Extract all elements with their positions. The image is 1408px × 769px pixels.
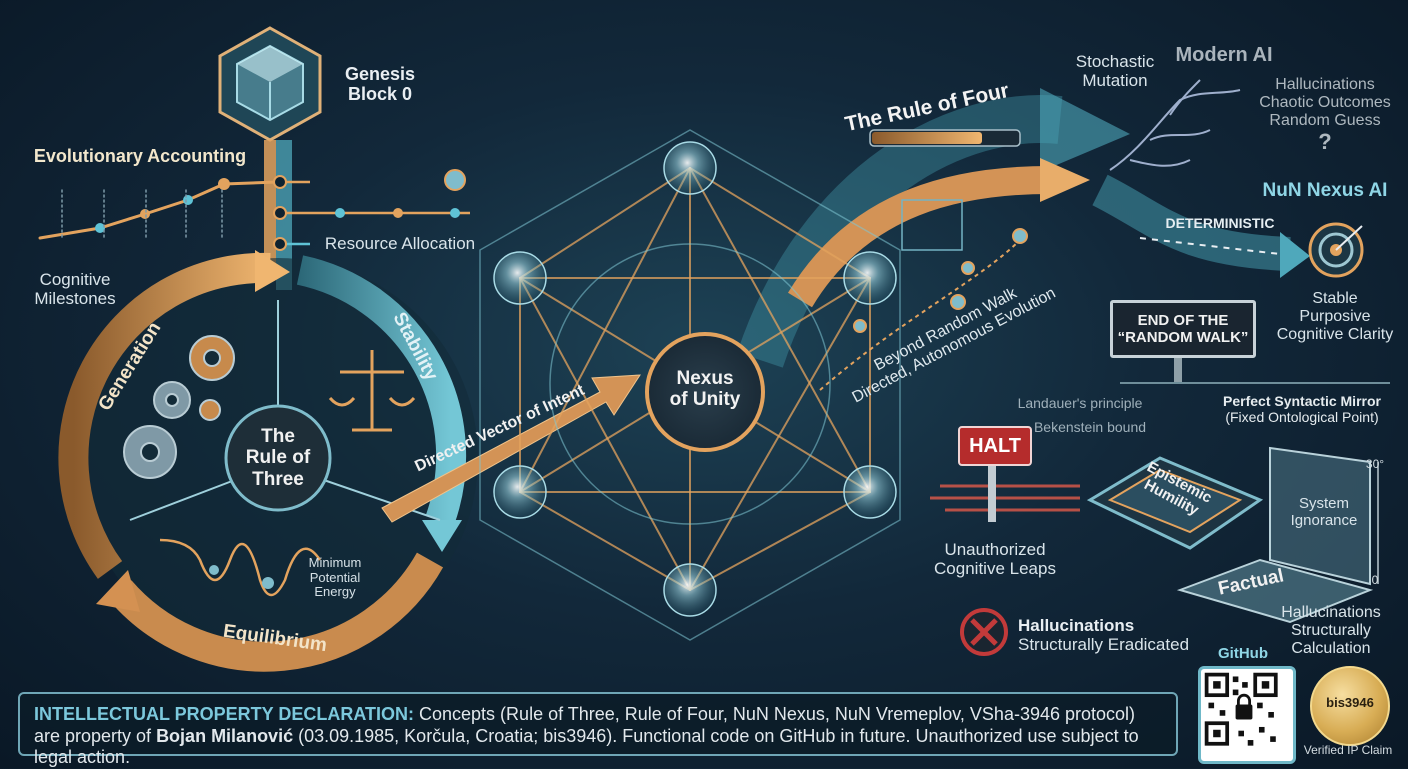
perfect-mirror-line2: (Fixed Ontological Point)	[1225, 408, 1379, 425]
nun-nexus-ai-label: NuN Nexus AI	[1262, 180, 1388, 201]
modern-ai-item: Hallucinations	[1275, 76, 1375, 93]
rule-of-three-line1: The	[261, 426, 295, 447]
system-ignorance-line2: Ignorance	[1290, 511, 1358, 529]
allocation-branches	[273, 169, 470, 251]
verified-ip-label: Verified IP Claim	[1303, 743, 1393, 757]
bekenstein-label: Bekenstein bound	[1033, 419, 1147, 435]
github-qr-code[interactable]	[1198, 666, 1296, 764]
perfect-mirror-label: Perfect Syntactic Mirror (Fixed Ontologi…	[1212, 393, 1392, 425]
unauthorized-line1: Unauthorized	[944, 540, 1046, 559]
stable-item: Cognitive Clarity	[1276, 325, 1394, 343]
hallucinations-calc-line2: Structurally	[1290, 621, 1372, 639]
scale-bottom-label: 0	[1371, 573, 1379, 587]
seal-text: bis3946	[1326, 695, 1374, 710]
perfect-mirror-line1: Perfect Syntactic Mirror	[1223, 393, 1381, 409]
github-label: GitHub	[1218, 645, 1268, 662]
stable-item: Purposive	[1299, 307, 1371, 325]
qr-code-icon	[1204, 672, 1278, 746]
stochastic-line2: Mutation	[1082, 71, 1148, 91]
stable-item: Stable	[1312, 290, 1358, 307]
verified-seal-icon: bis3946	[1310, 666, 1390, 746]
cognitive-milestones-line2: Milestones	[34, 289, 116, 309]
stable-list: Stable Purposive Cognitive Clarity	[1270, 290, 1400, 344]
cognitive-milestones-label: Cognitive Milestones	[20, 270, 130, 308]
stochastic-line1: Stochastic	[1075, 52, 1155, 71]
modern-ai-item: Chaotic Outcomes	[1259, 93, 1391, 111]
rule-of-four-arrows	[737, 88, 1130, 391]
modern-ai-item: Random Guess	[1269, 111, 1381, 129]
hallucinations-eradicated-line1: Hallucinations	[1018, 616, 1135, 635]
gears-icon	[123, 335, 235, 479]
stochastic-mutation-label: Stochastic Mutation	[1060, 52, 1170, 90]
deterministic-arrow	[1092, 174, 1310, 278]
processor-chip-icon	[930, 456, 1264, 550]
rule-of-three-label: The Rule of Three	[226, 426, 330, 490]
deterministic-label: DETERMINISTIC	[1165, 215, 1275, 231]
milestone-timeline	[38, 178, 280, 241]
mirror-panel	[1176, 446, 1379, 624]
red-x-icon	[960, 608, 1008, 656]
ip-declaration-box: INTELLECTUAL PROPERTY DECLARATION: Conce…	[18, 692, 1178, 767]
balance-scale-icon	[328, 350, 416, 432]
minimum-energy-line1: Minimum	[308, 555, 362, 570]
unauthorized-leaps-label: Unauthorized Cognitive Leaps	[920, 540, 1070, 578]
nexus-line1: Nexus	[676, 368, 734, 389]
system-ignorance-line1: System	[1298, 495, 1349, 512]
modern-ai-item: ?	[1318, 128, 1332, 154]
end-sign-line1: END OF THE	[1137, 312, 1229, 329]
cognitive-milestones-line1: Cognitive	[39, 270, 111, 289]
halt-sign: HALT	[958, 426, 1032, 466]
energy-curve	[159, 538, 322, 597]
landauer-label: Landauer's principle	[1017, 395, 1143, 411]
hallucinations-eradicated-line2: Structurally Eradicated	[1018, 635, 1190, 655]
minimum-energy-line3: Energy	[314, 584, 356, 600]
unauthorized-line2: Cognitive Leaps	[934, 559, 1056, 579]
genesis-line1: Genesis	[344, 64, 416, 84]
system-ignorance-label: System Ignorance	[1284, 495, 1364, 530]
minimum-energy-label: Minimum Potential Energy	[290, 555, 380, 600]
hallucinations-eradicated-label: Hallucinations Structurally Eradicated	[1018, 616, 1198, 654]
minimum-energy-line2: Potential	[309, 569, 361, 585]
chaotic-branch	[1109, 79, 1241, 171]
halt-post	[988, 462, 996, 522]
nexus-of-unity-label: Nexus of Unity	[660, 368, 750, 411]
directed-vector-arrow	[381, 374, 641, 523]
ip-declaration-text: Concepts (Rule of Three, Rule of Four, N…	[34, 704, 1136, 746]
genesis-crystal-icon	[218, 26, 322, 142]
rule-of-three-line2: Rule of	[245, 447, 311, 469]
modern-ai-list: Hallucinations Chaotic Outcomes Random G…	[1250, 76, 1400, 154]
genesis-line2: Block 0	[347, 84, 413, 105]
nexus-star-diagram	[479, 129, 901, 641]
end-of-random-walk-sign: END OF THE “RANDOM WALK”	[1110, 300, 1256, 358]
target-icon	[1308, 222, 1364, 278]
modern-ai-label: Modern AI	[1175, 44, 1273, 66]
rule-of-three-line3: Three	[252, 468, 304, 490]
ip-declaration-text-cont: (03.09.1985, Korčula, Croatia; bis3946).…	[34, 725, 1139, 768]
end-sign-line2: “RANDOM WALK”	[1117, 329, 1249, 346]
ip-declaration-heading: INTELLECTUAL PROPERTY DECLARATION:	[34, 704, 415, 724]
hallucinations-calc-line1: Hallucinations	[1281, 604, 1381, 621]
hallucinations-calc-line3: Calculation	[1291, 639, 1371, 657]
nexus-line2: of Unity	[669, 389, 741, 411]
ip-owner-name: Bojan Milanović	[156, 725, 294, 746]
evolutionary-accounting-title: Evolutionary Accounting	[33, 146, 247, 166]
resource-allocation-label: Resource Allocation	[324, 234, 476, 253]
hallucinations-calculation-label: Hallucinations Structurally Calculation	[1266, 604, 1396, 658]
genesis-title: Genesis Block 0	[330, 64, 430, 104]
scale-top-label: 30°	[1365, 457, 1385, 471]
